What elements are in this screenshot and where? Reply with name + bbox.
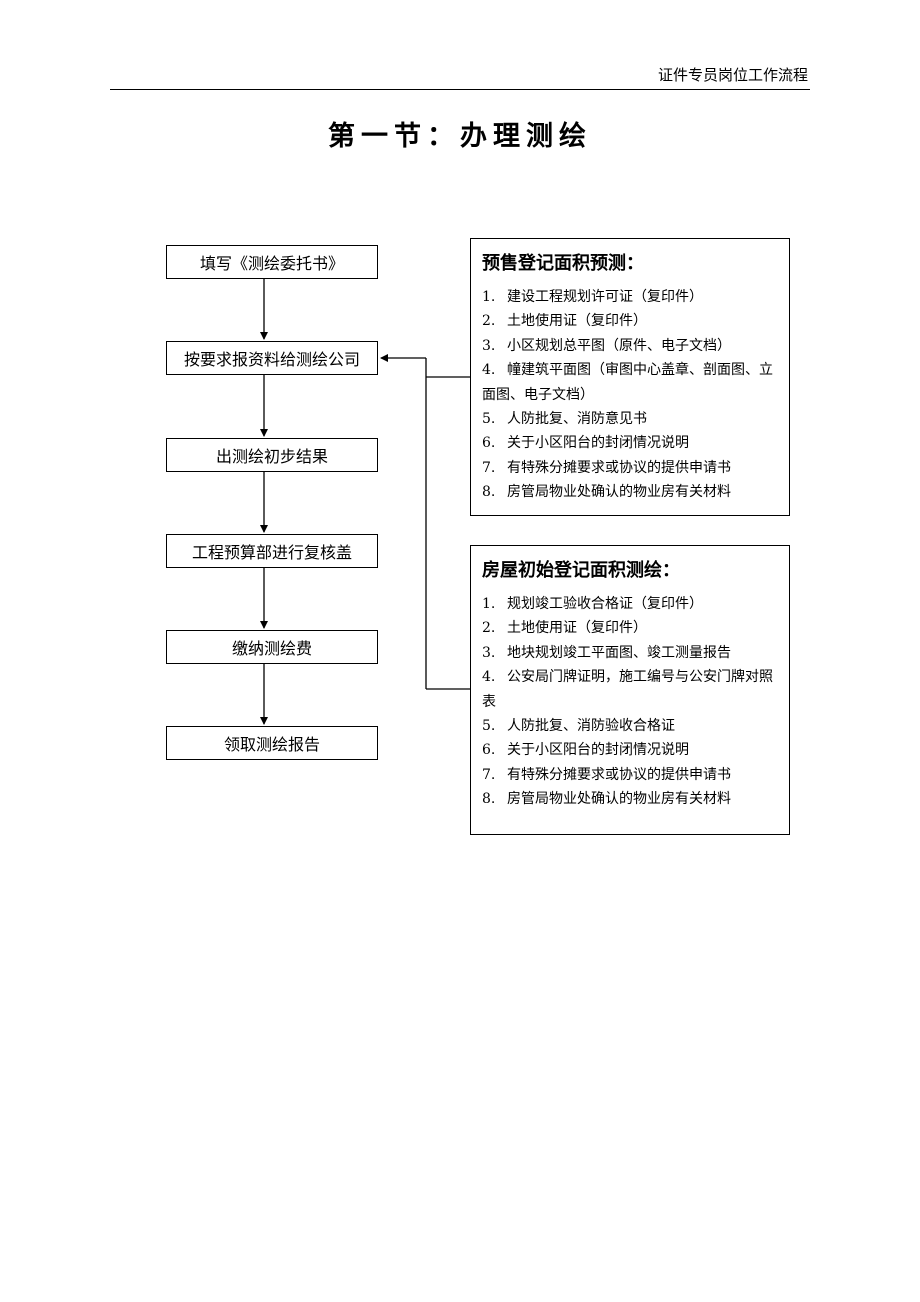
list-item: 4.幢建筑平面图（审图中心盖章、剖面图、立面图、电子文档） xyxy=(482,362,773,403)
page-title: 第一节：办理测绘 xyxy=(328,121,592,152)
list-item: 4.公安局门牌证明，施工编号与公安门牌对照表 xyxy=(482,669,773,710)
list-item: 5.人防批复、消防验收合格证 xyxy=(482,718,675,735)
list-item: 3.小区规划总平图（原件、电子文档） xyxy=(482,337,731,354)
list-item: 7.有特殊分摊要求或协议的提供申请书 xyxy=(482,459,731,476)
initial-registration-requirements-box: 房屋初始登记面积测绘： 1.规划竣工验收合格证（复印件） 2.土地使用证（复印件… xyxy=(470,545,790,835)
flow-step-budget-review: 工程预算部进行复核盖 xyxy=(166,534,378,568)
initial-requirements-title: 房屋初始登记面积测绘： xyxy=(482,560,680,581)
list-item: 7.有特殊分摊要求或协议的提供申请书 xyxy=(482,766,731,783)
flow-step-fill-commission: 填写《测绘委托书》 xyxy=(166,245,378,279)
presale-requirements-title: 预售登记面积预测： xyxy=(482,253,644,274)
presale-requirements-list: 1.建设工程规划许可证（复印件） 2.土地使用证（复印件） 3.小区规划总平图（… xyxy=(482,285,779,505)
list-item: 5.人防批复、消防意见书 xyxy=(482,411,647,428)
list-item: 1.规划竣工验收合格证（复印件） xyxy=(482,596,703,612)
flow-step-pay-fee: 缴纳测绘费 xyxy=(166,630,378,664)
flow-step-collect-report: 领取测绘报告 xyxy=(166,726,378,760)
list-item: 6.关于小区阳台的封闭情况说明 xyxy=(482,435,689,452)
list-item: 1.建设工程规划许可证（复印件） xyxy=(482,289,703,305)
document-header: 证件专员岗位工作流程 xyxy=(657,66,808,84)
list-item: 2.土地使用证（复印件） xyxy=(482,620,647,637)
flow-step-preliminary-result: 出测绘初步结果 xyxy=(166,438,378,472)
list-item: 8.房管局物业处确认的物业房有关材料 xyxy=(482,791,731,808)
list-item: 3.地块规划竣工平面图、竣工测量报告 xyxy=(482,644,731,661)
flow-step-submit-materials: 按要求报资料给测绘公司 xyxy=(166,341,378,375)
list-item: 2.土地使用证（复印件） xyxy=(482,313,647,330)
header-divider xyxy=(110,89,810,90)
presale-requirements-box: 预售登记面积预测： 1.建设工程规划许可证（复印件） 2.土地使用证（复印件） … xyxy=(470,238,790,516)
initial-requirements-list: 1.规划竣工验收合格证（复印件） 2.土地使用证（复印件） 3.地块规划竣工平面… xyxy=(482,592,779,812)
list-item: 8.房管局物业处确认的物业房有关材料 xyxy=(482,484,731,501)
list-item: 6.关于小区阳台的封闭情况说明 xyxy=(482,742,689,759)
